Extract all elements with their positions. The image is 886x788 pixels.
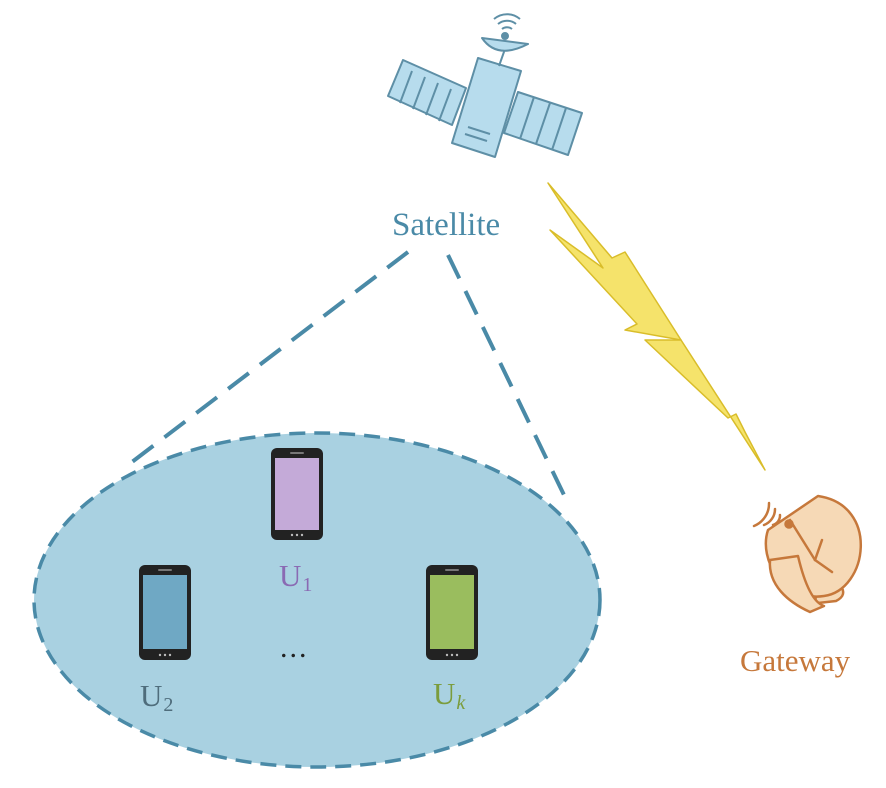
- user-phone-u1: [271, 448, 323, 540]
- satellite-icon: [387, 13, 583, 158]
- user-name: U: [140, 678, 163, 713]
- more-users-ellipsis: ...: [280, 631, 309, 664]
- user-phone-uk: [426, 565, 478, 660]
- beam-left-line: [130, 250, 410, 464]
- user-subscript: 2: [163, 694, 174, 716]
- satellite-label: Satellite: [392, 207, 501, 243]
- user-label-u1: U1: [279, 560, 312, 595]
- user-name: U: [279, 558, 302, 593]
- user-name: U: [433, 676, 456, 711]
- coverage-area: [32, 431, 602, 769]
- user-phone-u2: [139, 565, 191, 660]
- user-subscript: k: [456, 692, 466, 714]
- user-label-uk: Uk: [433, 678, 465, 713]
- gateway-label: Gateway: [740, 643, 851, 678]
- satellite-dish-icon: [752, 494, 862, 614]
- user-subscript: 1: [302, 574, 313, 596]
- beam-right-line: [446, 254, 567, 498]
- user-label-u2: U2: [140, 680, 173, 715]
- coverage-beam: [130, 250, 567, 498]
- wireless-link-icon: [547, 182, 766, 471]
